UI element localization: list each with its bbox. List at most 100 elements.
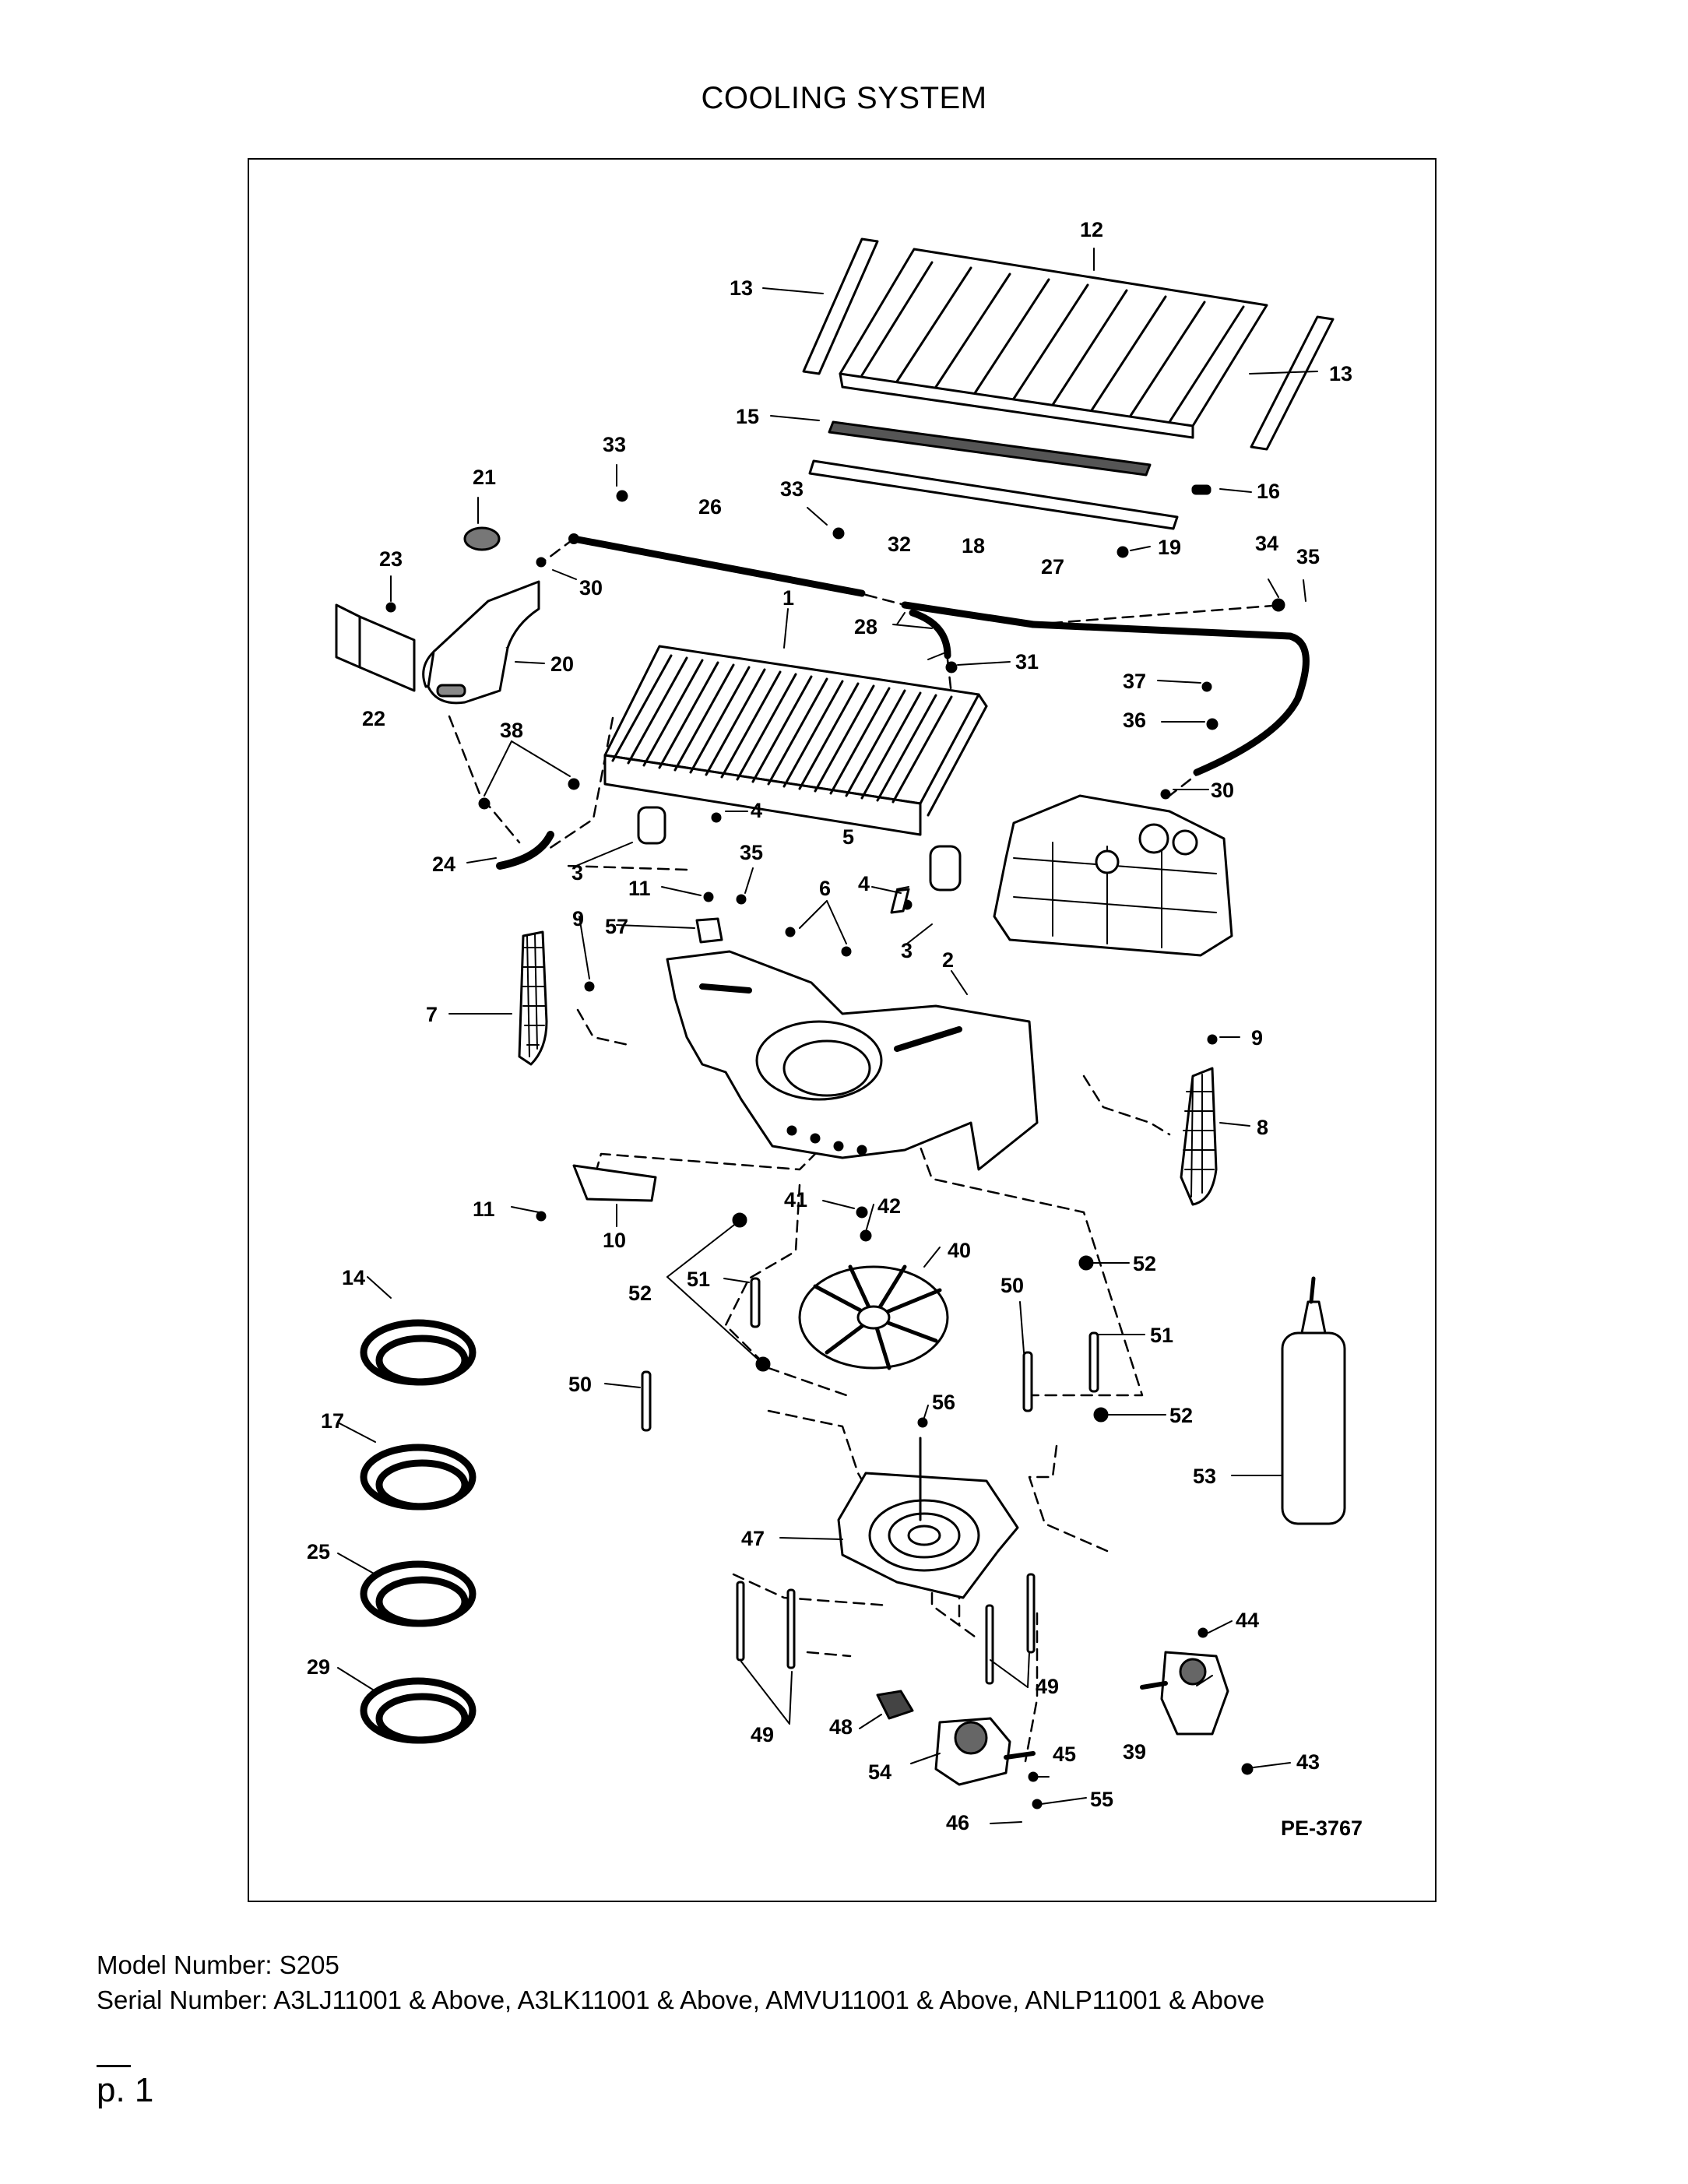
tank-cap [463,526,501,551]
callout-36: 36 [1123,709,1146,732]
callout-43: 43 [1296,1750,1320,1774]
callout-4: 4 [751,799,762,822]
hose-coil-25 [360,1560,477,1627]
callout-46: 46 [946,1811,969,1834]
callout-28: 28 [854,615,877,638]
fastener-30b [1160,789,1171,800]
support-bar [808,459,1179,530]
tank-bracket [335,603,361,669]
seal-strip [828,420,1152,477]
model-number: Model Number: S205 [97,1950,339,1979]
clip-5 [890,888,910,914]
callout-16: 16 [1257,480,1280,503]
callout-47: 47 [741,1527,765,1550]
callout-44: 44 [1236,1609,1259,1632]
rod-49-c [985,1604,994,1685]
hose-27 [901,601,1037,628]
nut-52-c [1078,1255,1094,1271]
callout-52: 52 [628,1282,652,1305]
callout-51: 51 [1150,1324,1173,1347]
callout-35: 35 [740,841,763,864]
callout-14: 14 [342,1266,365,1289]
page-divider [97,2065,131,2067]
callout-34: 34 [1255,532,1278,555]
callout-54: 54 [868,1760,891,1784]
fastener-6a [785,927,796,937]
fastener-33a [616,490,628,502]
side-seal-right [1250,315,1335,451]
fastener-19 [1117,546,1129,558]
callout-37: 37 [1123,670,1146,693]
fastener-23 [385,602,396,613]
page-number: p. 1 [97,2071,154,2109]
fastener-30a [536,557,547,568]
callout-33: 33 [780,477,804,501]
callout-35: 35 [1296,545,1320,568]
rod-49-b [786,1588,796,1669]
fan [798,1264,949,1370]
fastener-9b [1207,1034,1218,1045]
callout-2: 2 [942,948,954,972]
bracket-57 [695,917,723,944]
rubber-mount-left [637,806,666,845]
callout-20: 20 [550,652,574,676]
fastener-41 [856,1206,868,1219]
fastener-45 [1028,1771,1039,1782]
radiator [603,645,988,836]
callout-33: 33 [603,433,626,456]
grille-left [518,930,548,1066]
exploded-parts-diagram: 1 2 3 3 4 4 5 6 7 8 9 9 10 11 11 12 13 1… [307,218,1363,1840]
callout-25: 25 [307,1540,330,1563]
fastener-31 [945,661,958,673]
callout-42: 42 [877,1194,901,1218]
fastener-38a [478,797,491,810]
rubber-mount-right [929,845,962,892]
rod-50-left [641,1370,652,1432]
cover-plate [572,1164,657,1202]
callout-11: 11 [473,1198,495,1221]
fan-adapter-plate [837,1437,1019,1599]
callout-38: 38 [500,719,523,742]
fastener-4a [711,812,722,823]
callout-1: 1 [782,586,794,610]
callout-5: 5 [842,825,854,849]
callout-23: 23 [379,547,403,571]
fastener-11a [703,892,714,902]
fastener-43 [1241,1763,1254,1775]
callout-39: 39 [1123,1740,1146,1764]
callout-13: 13 [730,276,753,300]
side-seal-left [802,237,879,375]
nut-52-d [1093,1407,1109,1423]
hose-coil-17 [360,1444,477,1511]
hose-24 [496,831,554,870]
rod-49-a [736,1581,745,1662]
engine [993,794,1233,957]
callout-15: 15 [736,405,759,428]
callout-52: 52 [1133,1252,1156,1275]
callout-17: 17 [321,1409,344,1433]
fastener-34 [1271,598,1285,612]
hydraulic-pump [1140,1651,1229,1736]
hose-26 [570,535,866,597]
rod-51-right [1088,1331,1099,1393]
callout-18: 18 [962,534,985,557]
hose-coil-29 [360,1677,477,1744]
callout-4: 4 [858,872,870,895]
pad-48 [876,1690,914,1720]
rod-49-d [1026,1573,1036,1654]
serial-number: Serial Number: A3LJ11001 & Above, A3LK11… [97,1985,1265,2014]
callout-53: 53 [1193,1465,1216,1488]
fan-shroud [666,950,1039,1171]
callout-24: 24 [432,853,455,876]
callout-13: 13 [1329,362,1352,385]
drawing-number: PE-3767 [1281,1816,1363,1840]
callout-9: 9 [572,907,584,930]
callout-51: 51 [687,1268,710,1291]
fastener-38b [568,778,580,790]
callout-52: 52 [1169,1404,1193,1427]
callout-27: 27 [1041,555,1064,579]
callout-57: 57 [605,915,628,938]
sealant-tube [1281,1276,1346,1525]
pin-16 [1191,484,1211,495]
hose-coil-14 [360,1319,477,1386]
